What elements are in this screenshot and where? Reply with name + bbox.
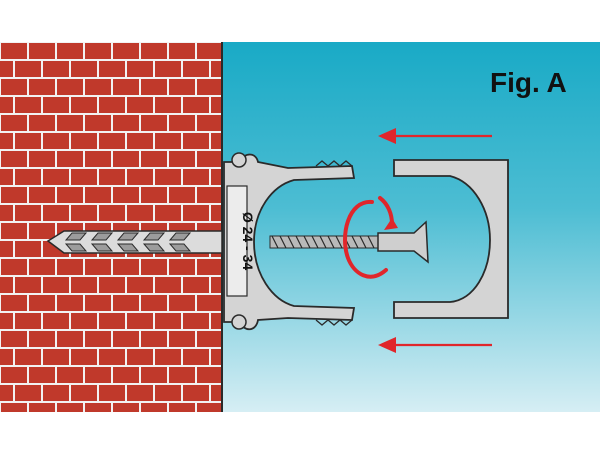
ratchet-teeth-top [315, 160, 353, 167]
hinge-knob-top [231, 152, 247, 168]
arrow-left-icon [378, 337, 492, 353]
size-marking-label: Ø 24 - 34 [240, 212, 256, 271]
figure-label: Fig. A [490, 67, 567, 98]
size-marking-strip [226, 185, 248, 297]
clip-cap [393, 159, 509, 319]
arrow-left-icon [378, 128, 492, 144]
clip-base: Ø 24 - 34 [223, 152, 356, 331]
background-sky [222, 42, 600, 412]
wall-plug [46, 230, 223, 254]
hinge-knob-bottom [231, 314, 247, 330]
screw-head [377, 220, 429, 264]
brick-wall [0, 42, 222, 412]
rotate-clockwise-icon [343, 196, 398, 279]
ratchet-teeth-bottom [315, 319, 353, 326]
screw [269, 220, 429, 264]
